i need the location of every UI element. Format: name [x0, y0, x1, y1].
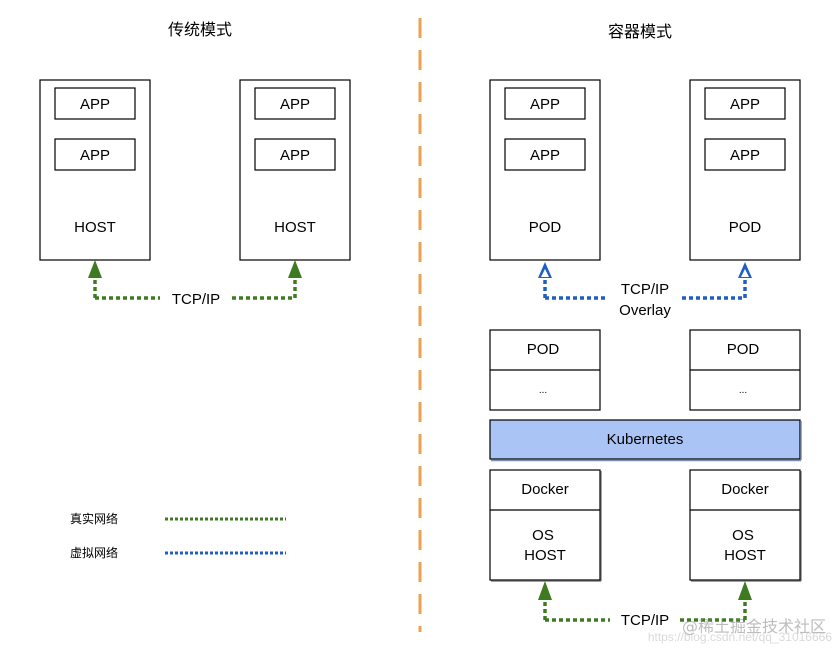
- app-label: APP: [730, 96, 760, 113]
- container-real-network-link: TCP/IP: [538, 581, 752, 629]
- pod-label: POD: [729, 219, 762, 236]
- app-label: APP: [730, 147, 760, 164]
- host-label: HOST: [74, 219, 116, 236]
- traditional-host-right: APP APP HOST: [239, 79, 351, 261]
- app-label: APP: [280, 147, 310, 164]
- os-label: OS: [532, 527, 554, 544]
- host-label: HOST: [274, 219, 316, 236]
- container-virtual-network-link: TCP/IP Overlay: [538, 262, 752, 319]
- app-box: [254, 138, 336, 171]
- watermark-url: https://blog.csdn.net/qq_31016666: [648, 630, 832, 644]
- app-box: [704, 138, 786, 171]
- app-label: APP: [80, 147, 110, 164]
- app-label: APP: [80, 96, 110, 113]
- watermark-text: @稀土掘金技术社区: [682, 617, 826, 636]
- app-box: [54, 138, 136, 171]
- watermark: https://blog.csdn.net/qq_31016666 @稀土掘金技…: [648, 617, 832, 644]
- traditional-host-left: APP APP HOST: [39, 79, 151, 261]
- app-box: [504, 138, 586, 171]
- host-label: HOST: [724, 547, 766, 564]
- docker-host-left: Docker OS HOST: [489, 469, 602, 582]
- os-label: OS: [732, 527, 754, 544]
- app-box: [704, 87, 786, 120]
- legend: 真实网络 虚拟网络: [70, 511, 286, 560]
- tcpip-label: TCP/IP: [621, 612, 669, 629]
- container-pod-left: APP APP POD: [489, 79, 601, 261]
- app-label: APP: [530, 96, 560, 113]
- pod-label: POD: [529, 219, 562, 236]
- tcpip-label: TCP/IP: [172, 291, 220, 308]
- kubernetes-label: Kubernetes: [607, 431, 684, 448]
- host-label: HOST: [524, 547, 566, 564]
- traditional-real-network-link: TCP/IP: [88, 260, 302, 308]
- container-pod-right: APP APP POD: [689, 79, 801, 261]
- pod-label: POD: [527, 341, 560, 358]
- pod-ellipsis: ...: [739, 385, 747, 396]
- small-pod-left: POD ...: [489, 329, 601, 411]
- pod-label: POD: [727, 341, 760, 358]
- docker-label: Docker: [521, 481, 569, 498]
- tcpip-label: TCP/IP: [621, 281, 669, 298]
- app-label: APP: [530, 147, 560, 164]
- overlay-label: Overlay: [619, 302, 671, 319]
- app-box: [54, 87, 136, 120]
- kubernetes-layer: Kubernetes: [489, 419, 802, 462]
- legend-virtual-network-label: 虚拟网络: [70, 545, 118, 560]
- traditional-mode-title: 传统模式: [168, 20, 232, 39]
- container-mode-title: 容器模式: [608, 22, 672, 41]
- pod-ellipsis: ...: [539, 385, 547, 396]
- app-label: APP: [280, 96, 310, 113]
- small-pod-right: POD ...: [689, 329, 801, 411]
- app-box: [254, 87, 336, 120]
- docker-label: Docker: [721, 481, 769, 498]
- app-box: [504, 87, 586, 120]
- legend-real-network-label: 真实网络: [70, 511, 118, 526]
- docker-host-right: Docker OS HOST: [689, 469, 802, 582]
